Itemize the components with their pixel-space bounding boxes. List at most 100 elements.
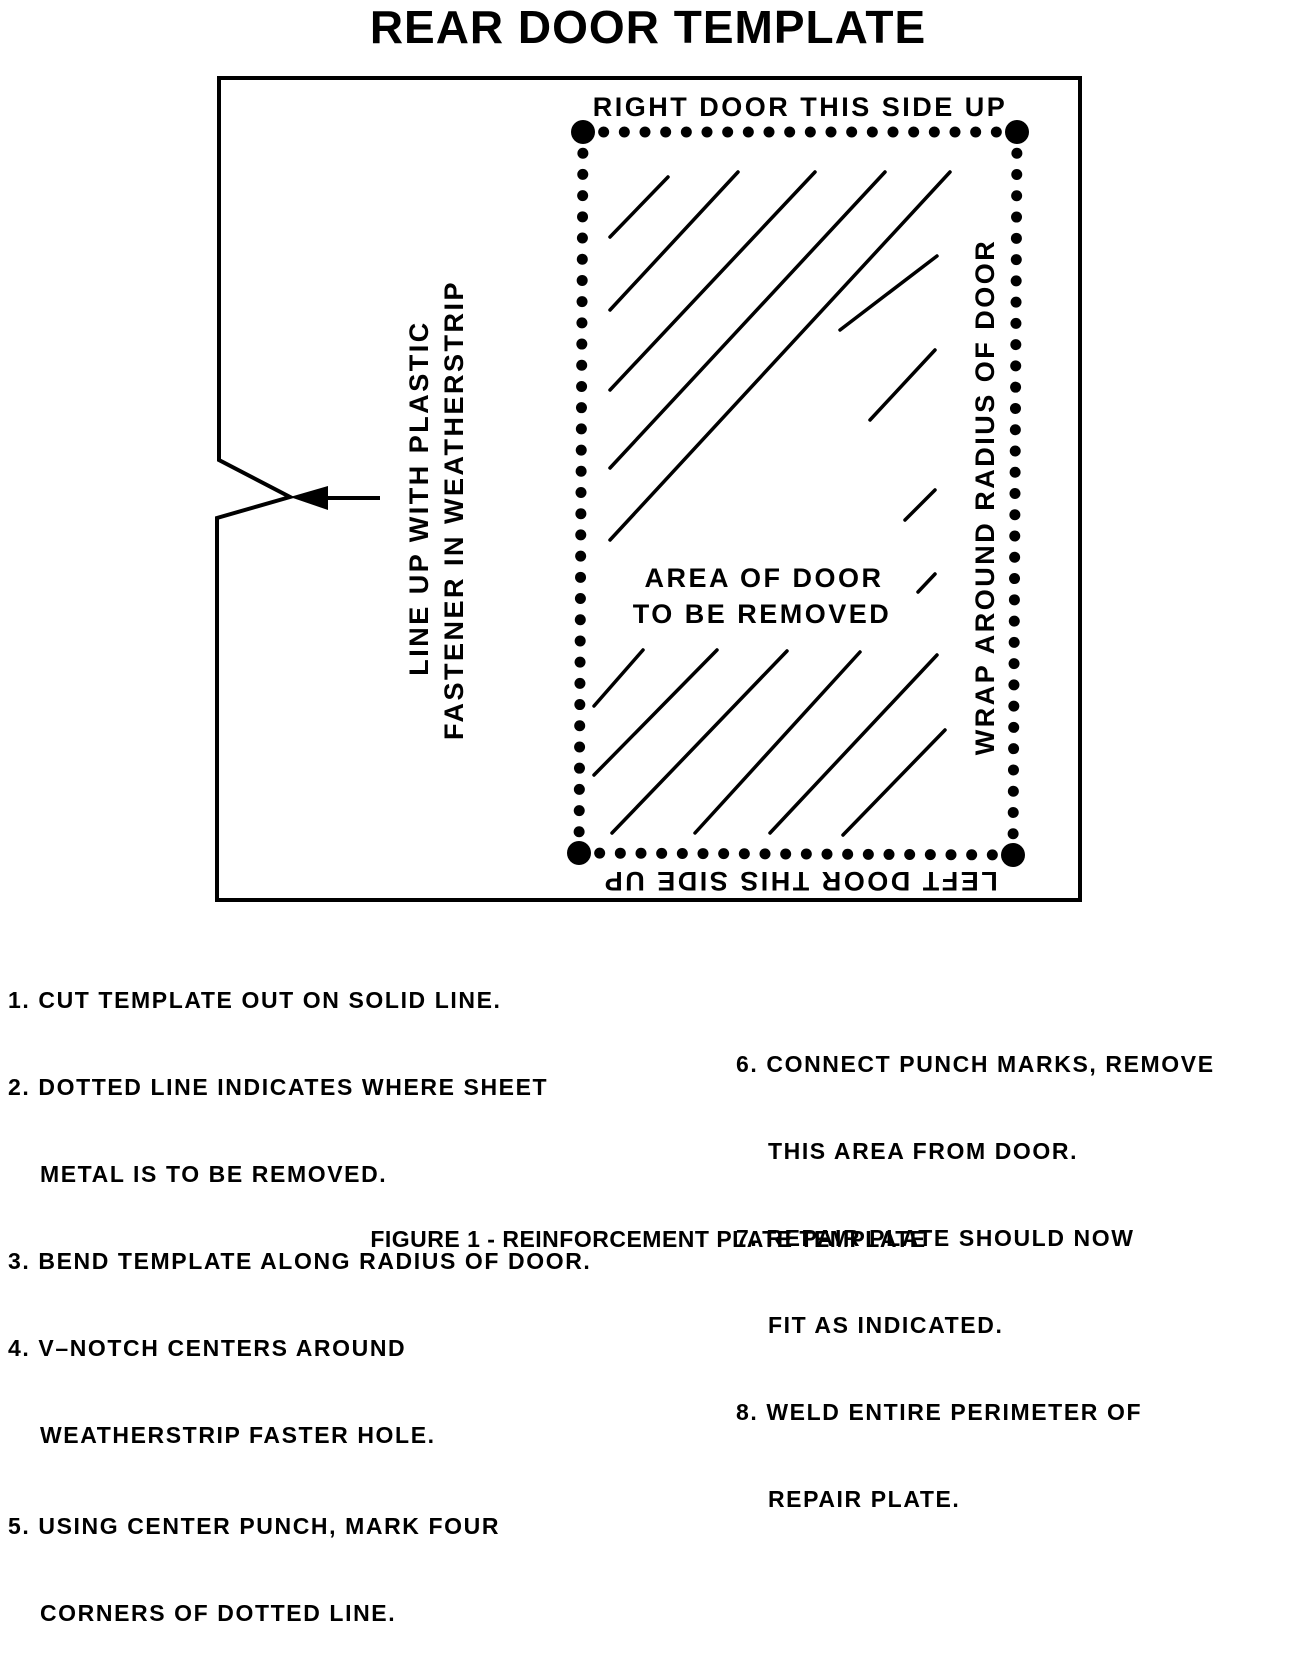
instruction-line: 8. WELD ENTIRE PERIMETER OF <box>736 1399 1143 1425</box>
cut-dot <box>576 317 588 329</box>
cut-dot <box>574 635 586 647</box>
cut-dot <box>842 848 854 860</box>
cut-dot <box>1011 211 1023 223</box>
cut-dot <box>639 126 651 138</box>
cut-dot <box>1009 402 1021 414</box>
cut-dot <box>598 126 610 138</box>
cut-dot <box>618 126 630 138</box>
dotted-cut-line <box>573 126 1023 861</box>
hatch-line <box>608 170 952 542</box>
cut-dot <box>1009 509 1021 521</box>
cut-dot <box>701 126 713 138</box>
cut-dot <box>1008 594 1020 606</box>
cut-dot <box>986 849 998 861</box>
cut-dot <box>574 720 586 732</box>
cut-dot <box>676 847 688 859</box>
cut-dot <box>680 126 692 138</box>
cut-dot <box>660 126 672 138</box>
cut-dot <box>697 848 709 860</box>
cut-dot <box>574 656 586 668</box>
cut-dot <box>573 805 585 817</box>
cut-dot <box>575 571 587 583</box>
left-label-line1: LINE UP WITH PLASTIC <box>404 320 434 676</box>
cut-dot <box>1009 573 1021 585</box>
template-diagram: RIGHT DOOR THIS SIDE UP LEFT DOOR THIS S… <box>215 76 1082 902</box>
cut-dot <box>1010 232 1022 244</box>
cut-dot <box>722 126 734 138</box>
cut-dot <box>990 126 1002 138</box>
cut-dot <box>1008 636 1020 648</box>
hatch-line <box>608 170 817 392</box>
hatch-line <box>608 170 740 312</box>
cut-dot <box>800 848 812 860</box>
cut-dot <box>575 402 587 414</box>
cut-dot <box>1010 360 1022 372</box>
cut-dot <box>1009 466 1021 478</box>
instructions-left: 1. CUT TEMPLATE OUT ON SOLID LINE. 2. DO… <box>8 928 591 1657</box>
cut-dot <box>1009 551 1021 563</box>
cut-dot <box>1010 317 1022 329</box>
cut-dot <box>575 529 587 541</box>
cut-dot <box>573 762 585 774</box>
instruction-line: 4. V–NOTCH CENTERS AROUND <box>8 1335 407 1361</box>
hatch-line <box>693 650 862 835</box>
cut-dot <box>573 783 585 795</box>
cut-dot <box>1008 679 1020 691</box>
hatch-line <box>592 648 719 777</box>
cut-dot <box>1007 806 1019 818</box>
cut-dot <box>574 699 586 711</box>
cut-dot <box>742 126 754 138</box>
cut-dot <box>575 423 587 435</box>
cut-dot <box>574 614 586 626</box>
cut-dot <box>577 190 589 202</box>
cut-dot <box>575 465 587 477</box>
cut-dot <box>574 593 586 605</box>
cut-dot <box>887 126 899 138</box>
cut-dot <box>576 359 588 371</box>
cut-dot <box>576 338 588 350</box>
cut-dot <box>1010 296 1022 308</box>
cut-dot <box>574 677 586 689</box>
cut-dot <box>821 848 833 860</box>
cut-dot <box>577 147 589 159</box>
cut-dot <box>575 550 587 562</box>
hatch-line <box>592 648 645 708</box>
cut-dot <box>1011 190 1023 202</box>
removal-area-hatching <box>592 170 952 837</box>
page-title: REAR DOOR TEMPLATE <box>369 1 927 53</box>
cut-dot <box>594 847 606 859</box>
cut-dot <box>945 849 957 861</box>
cut-dot <box>1009 530 1021 542</box>
cut-dot <box>575 444 587 456</box>
hatch-line <box>916 572 937 594</box>
cut-dot <box>846 126 858 138</box>
hatch-line <box>608 170 887 470</box>
punch-mark-bottom-right <box>1001 843 1025 867</box>
instruction-line: REPAIR PLATE. <box>736 1486 961 1512</box>
cut-dot <box>904 849 916 861</box>
cut-dot <box>577 211 589 223</box>
cut-dot <box>1010 275 1022 287</box>
cut-dot <box>1011 147 1023 159</box>
cut-dot <box>1008 721 1020 733</box>
cut-dot <box>804 126 816 138</box>
cut-dot <box>1010 381 1022 393</box>
cut-dot <box>924 849 936 861</box>
cut-dot <box>576 380 588 392</box>
cut-dot <box>928 126 940 138</box>
cut-dot <box>738 848 750 860</box>
hatch-line <box>838 254 939 332</box>
cut-dot <box>1008 743 1020 755</box>
cut-dot <box>718 848 730 860</box>
instruction-line: THIS AREA FROM DOOR. <box>736 1138 1079 1164</box>
hatch-line <box>768 653 939 835</box>
cut-dot <box>825 126 837 138</box>
cut-dot <box>575 508 587 520</box>
instruction-line: 1. CUT TEMPLATE OUT ON SOLID LINE. <box>8 987 502 1013</box>
cut-dot <box>1009 488 1021 499</box>
cut-dot <box>1008 658 1020 670</box>
right-label: WRAP AROUND RADIUS OF DOOR <box>970 239 1000 756</box>
hatch-line <box>608 175 670 239</box>
template-outline <box>215 76 1082 902</box>
left-label-line2: FASTENER IN WEATHERSTRIP <box>439 280 469 740</box>
